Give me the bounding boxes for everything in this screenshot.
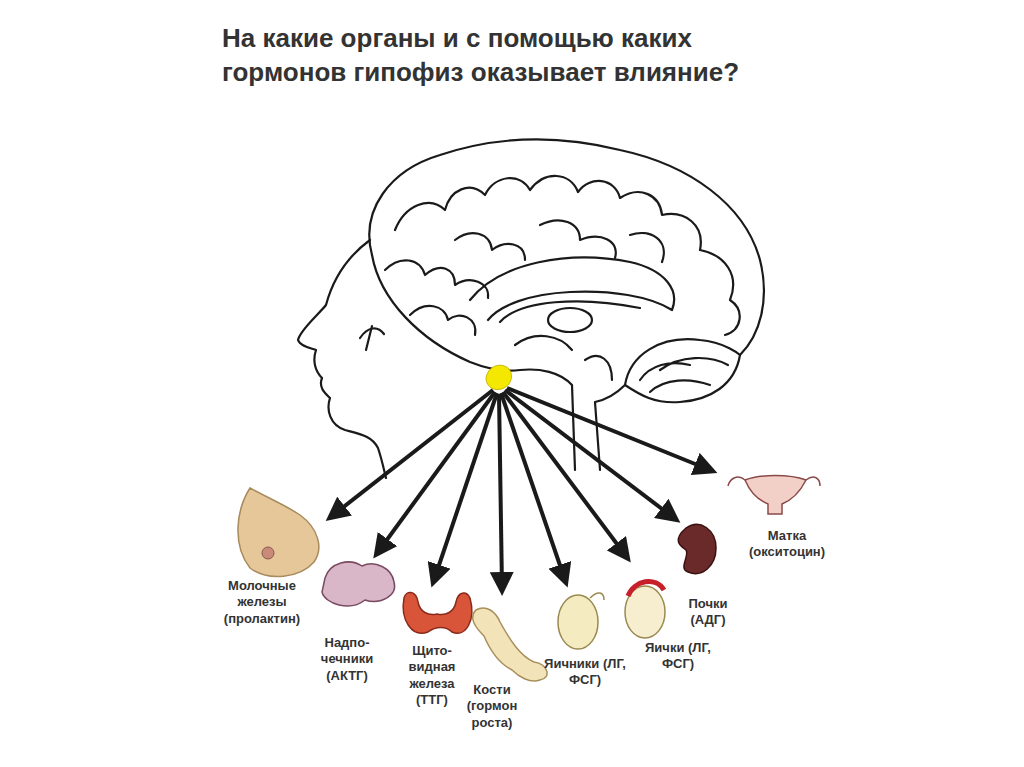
organ-label: Яичники (ЛГ, ФСГ) — [538, 656, 633, 689]
organ-label: Яички (ЛГ, ФСГ) — [641, 640, 715, 673]
organ-label: Молочные железы (пролактин) — [207, 578, 317, 627]
title: На какие органы и с помощью каких гормон… — [222, 22, 782, 90]
organ-label: Кости (гормон роста) — [457, 682, 527, 731]
organ-label: Щито- видная железа (ТТГ) — [395, 643, 470, 708]
organ-label: Матка (окситоцин) — [732, 528, 842, 561]
organ-label: Почки (АДГ) — [678, 596, 738, 629]
organ-label: Надпо- чечники (АКТГ) — [312, 635, 382, 684]
